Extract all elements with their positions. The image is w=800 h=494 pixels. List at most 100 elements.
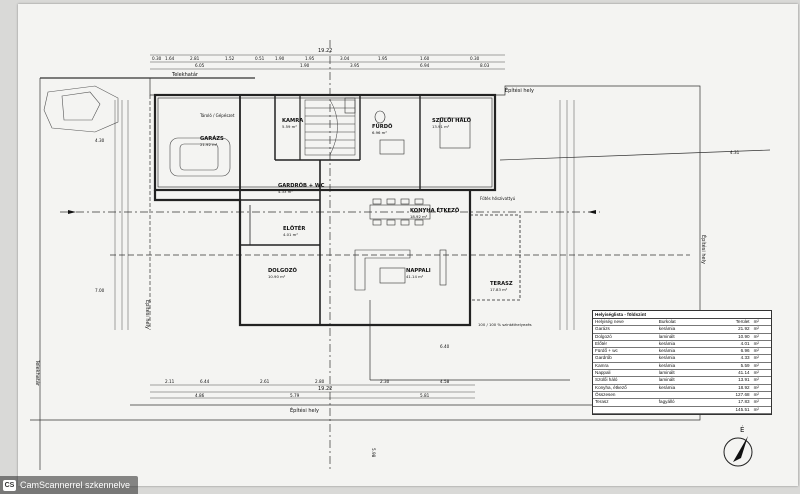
room-label-halo: SZÜLŐI HÁLÓ bbox=[432, 117, 472, 124]
scanner-watermark: CS CamScannerrel szkennelve bbox=[0, 476, 139, 494]
legend-cell: Szülői háló bbox=[595, 377, 618, 383]
room-label-eloter: ELŐTÉR bbox=[283, 224, 305, 232]
north-label: É bbox=[740, 425, 744, 434]
boundary-label: Építési hely bbox=[144, 300, 152, 329]
north-arrow-icon: É bbox=[723, 425, 753, 467]
legend-cell: m² bbox=[753, 355, 759, 361]
legend-cell bbox=[657, 392, 711, 398]
dimension-label: 2.80 bbox=[315, 379, 325, 384]
legend-cell: 10.90 bbox=[738, 333, 750, 339]
car-symbol bbox=[43, 85, 119, 133]
plan-note: Fűtés hőszivattyú bbox=[480, 196, 516, 201]
boundary-label: Telekhatár bbox=[34, 359, 41, 387]
legend-cell: 127.68 bbox=[735, 391, 750, 397]
legend-cell: kerámia bbox=[658, 340, 676, 346]
dimension-label: 0.30 bbox=[152, 56, 162, 61]
site-boundary bbox=[30, 40, 771, 470]
legend-cell: Garázs bbox=[595, 326, 610, 332]
dimension-label: 1.60 bbox=[420, 56, 430, 61]
site-dimension: 7.00 bbox=[95, 288, 105, 293]
room-area-nappali: 41.14 m² bbox=[406, 274, 424, 279]
site-dimension: 6.40 bbox=[440, 344, 450, 349]
dimension-label: 1.95 bbox=[305, 56, 315, 61]
dimension-label: 6.94 bbox=[420, 63, 430, 68]
legend-cell: 6.96 bbox=[740, 348, 750, 354]
room-label-dolgozo: DOLGOZÓ bbox=[268, 267, 297, 274]
dimension-label: 3.95 bbox=[350, 63, 360, 68]
dimension-label: 0.51 bbox=[255, 56, 265, 61]
legend-header-name: Helyiség neve bbox=[595, 319, 624, 324]
room-area-terasz: 17.83 m² bbox=[490, 287, 508, 292]
room-label-terasz: TERASZ bbox=[490, 281, 513, 287]
legend-cell: m² bbox=[753, 370, 759, 376]
room-label-nappali: NAPPALI bbox=[406, 268, 431, 274]
legend-cell: kerámia bbox=[658, 384, 676, 390]
legend-cell: 4.33 bbox=[740, 355, 750, 361]
room-area-dolgozo: 10.90 m² bbox=[268, 274, 286, 279]
legend-cell bbox=[593, 407, 657, 413]
dimension-label: 4.86 bbox=[195, 393, 205, 398]
legend-cell: kerámia bbox=[658, 362, 676, 368]
legend-cell bbox=[657, 407, 711, 413]
legend-header-row: Helyiség neve Burkolat Terület m² bbox=[593, 319, 771, 327]
dimension-label: 2.11 bbox=[165, 379, 175, 384]
legend-cell: 18.92 bbox=[738, 384, 750, 390]
room-area-kamra: 5.59 m² bbox=[282, 124, 297, 129]
dimension-label: 2.61 bbox=[260, 379, 270, 384]
legend-cell: Összesen bbox=[595, 391, 616, 397]
dimension-label: 1.95 bbox=[378, 56, 388, 61]
legend-cell: 4.01 bbox=[740, 340, 750, 346]
legend-cell: 21.92 bbox=[738, 326, 750, 332]
room-area-furdo: 6.96 m² bbox=[372, 130, 387, 135]
garage-car bbox=[169, 137, 231, 177]
room-label-konyha: KONYHA ÉTKEZŐ bbox=[410, 206, 460, 214]
legend-cell: Nappali bbox=[595, 370, 611, 376]
dimension-label: 6.44 bbox=[200, 379, 210, 384]
legend-cell: m² bbox=[753, 362, 759, 368]
room-area-gardrob: 4.33 m² bbox=[278, 189, 293, 194]
legend-cell: laminált bbox=[658, 370, 675, 376]
site-dimension: 4.30 bbox=[95, 138, 105, 143]
legend-cell: fagyálló bbox=[658, 399, 675, 405]
staircase bbox=[304, 99, 356, 156]
dimension-label: 4.58 bbox=[440, 379, 450, 384]
legend-header-area: Terület bbox=[735, 319, 750, 324]
room-label-gardrob: GARDRÓB + WC bbox=[278, 182, 325, 189]
legend-cell: m² bbox=[753, 406, 759, 412]
room-area-halo: 13.91 m² bbox=[432, 124, 450, 129]
site-dimension: 4.31 bbox=[730, 150, 740, 155]
site-dimension: 5.98 bbox=[371, 448, 376, 458]
legend-cell: 17.83 bbox=[738, 399, 750, 405]
dimension-label: 1.64 bbox=[165, 56, 175, 61]
legend-cell: 13.91 bbox=[738, 377, 750, 383]
dimension-label: 8.03 bbox=[480, 63, 490, 68]
dimension-label: 1.52 bbox=[225, 56, 235, 61]
room-area-konyha: 18.92 m² bbox=[410, 214, 428, 219]
boundary-label: Építési hely bbox=[290, 406, 319, 414]
room-schedule-table: Helyiséglista - földszint Helyiség neve … bbox=[592, 310, 772, 415]
watermark-text: CamScannerrel szkennelve bbox=[20, 480, 131, 490]
room-area-garazs: 21.92 m² bbox=[200, 142, 218, 147]
legend-cell: Dolgozó bbox=[595, 333, 612, 339]
legend-cell: kerámia bbox=[658, 326, 676, 332]
legend-cell: m² bbox=[753, 326, 759, 332]
dimension-label: 5.81 bbox=[420, 393, 430, 398]
legend-cell: laminált bbox=[658, 333, 675, 339]
boundary-label: Telekhatár bbox=[171, 71, 199, 78]
legend-cell: m² bbox=[753, 384, 759, 390]
legend-cell: m² bbox=[753, 340, 759, 346]
room-area-eloter: 4.01 m² bbox=[283, 232, 298, 237]
dimension-label: 1.90 bbox=[275, 56, 285, 61]
